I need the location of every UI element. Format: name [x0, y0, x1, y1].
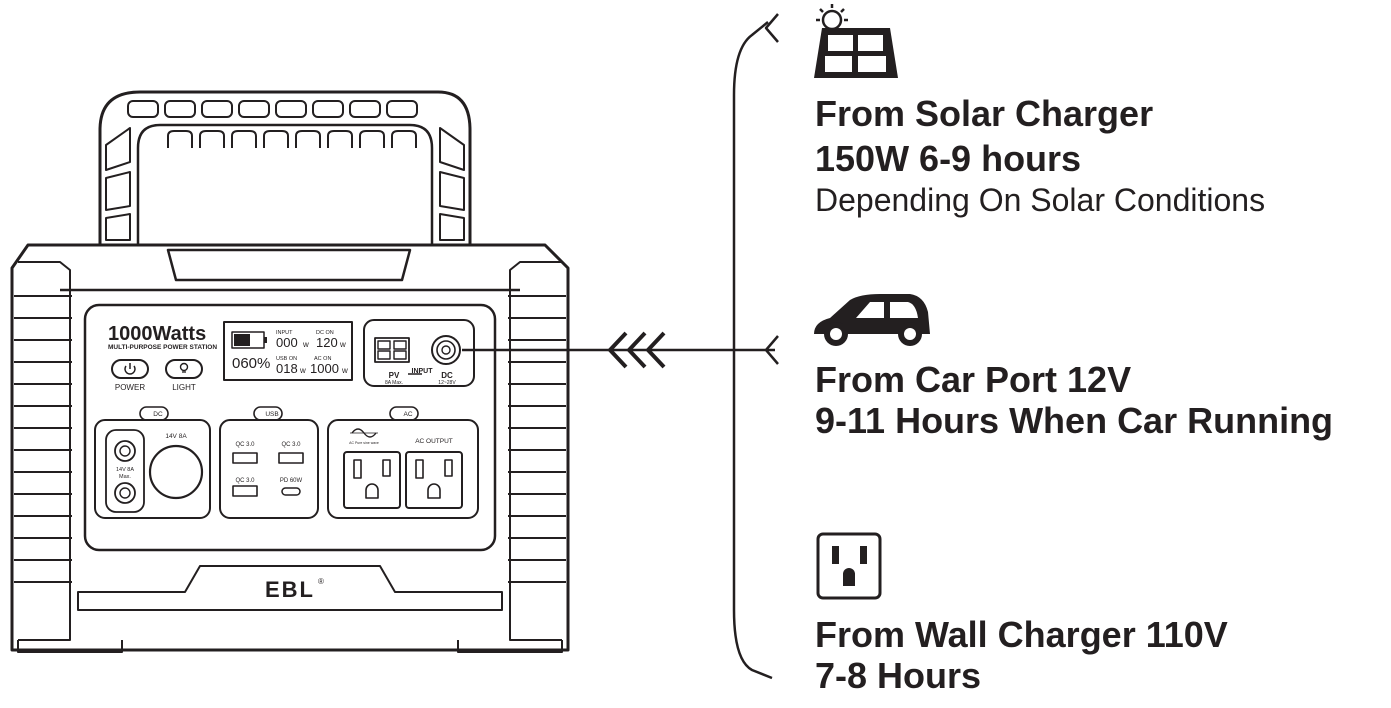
- lcd-ac-value: 1000: [310, 361, 339, 376]
- usb-qc-label-3: QC 3.0: [235, 478, 255, 484]
- light-button-label: LIGHT: [172, 383, 196, 392]
- ac-panel-tag: AC: [403, 411, 412, 418]
- ac-wave-label: AC Pure sine wave: [349, 441, 379, 445]
- lcd-ac-label: AC ON: [314, 356, 331, 362]
- charging-options-bracket: [732, 13, 779, 680]
- lcd-dc-label: DC ON: [316, 330, 334, 336]
- pv-label: PV: [389, 371, 400, 380]
- lcd-usb-label: USB ON: [276, 356, 297, 362]
- solar-charger-title: From Solar Charger: [815, 93, 1154, 134]
- ac-output-panel: [327, 406, 479, 519]
- usb-qc-port-1[interactable]: [232, 452, 258, 464]
- dc-input-label: DC: [441, 371, 453, 380]
- charging-connection-line: [462, 331, 775, 369]
- lcd-display: [223, 321, 353, 381]
- dc-5521-port-2[interactable]: [114, 482, 136, 504]
- usb-panel-tag: USB: [265, 411, 278, 418]
- lcd-input-label: INPUT: [276, 330, 293, 336]
- dc-panel-tag: DC: [153, 411, 163, 418]
- dc-port-label-2: Max.: [119, 474, 131, 480]
- lcd-input-unit: w: [302, 340, 309, 349]
- car-port-detail: 9-11 Hours When Car Running: [815, 400, 1334, 441]
- light-button[interactable]: [165, 359, 203, 379]
- usb-output-panel: [219, 406, 319, 519]
- usb-qc-port-3[interactable]: [232, 485, 258, 497]
- dc-port-label-1: 14V 8A: [116, 467, 134, 473]
- lcd-usb-unit: w: [299, 366, 306, 375]
- car-socket-port[interactable]: [148, 444, 204, 500]
- ac-outlet-2[interactable]: [405, 451, 463, 509]
- device-body: [10, 243, 570, 653]
- dc-input-sub-label: 12~28V: [438, 380, 456, 386]
- lcd-usb-value: 018: [276, 361, 298, 376]
- wall-outlet-icon: [816, 532, 882, 600]
- solar-panel-icon: [814, 4, 898, 78]
- usb-c-label: PD 60W: [280, 478, 303, 484]
- car-socket-label: 14V 8A: [165, 433, 187, 440]
- car-icon: [814, 294, 930, 346]
- usb-qc-port-2[interactable]: [278, 452, 304, 464]
- lcd-dc-value: 120: [316, 335, 338, 350]
- model-subtext: MULTI-PURPOSE POWER STATION: [108, 344, 217, 351]
- pv-sub-label: 8A Max.: [385, 380, 403, 386]
- pv-input-port[interactable]: [374, 337, 410, 363]
- car-port-title: From Car Port 12V: [815, 359, 1132, 400]
- usb-c-port[interactable]: [281, 487, 301, 496]
- model-text: 1000Watts: [108, 323, 206, 345]
- lcd-input-value: 000: [276, 335, 298, 350]
- ac-output-label: AC OUTPUT: [415, 438, 453, 445]
- solar-charger-note: Depending On Solar Conditions: [815, 182, 1266, 218]
- input-label: INPUT: [412, 368, 434, 375]
- dc-output-panel: [94, 406, 211, 519]
- dc-input-port[interactable]: [431, 335, 461, 365]
- input-panel: [363, 319, 475, 387]
- power-button[interactable]: [111, 359, 149, 379]
- lcd-ac-unit: w: [341, 366, 348, 375]
- lcd-battery-percent: 060%: [232, 355, 270, 372]
- power-button-label: POWER: [115, 383, 145, 392]
- usb-qc-label-1: QC 3.0: [235, 442, 255, 448]
- carry-handle: [98, 90, 472, 245]
- lcd-dc-unit: w: [339, 340, 346, 349]
- brand-registered-mark: ®: [318, 577, 324, 586]
- brand-logo: EBL: [265, 577, 315, 602]
- dc-5521-port-1[interactable]: [114, 440, 136, 462]
- usb-qc-label-2: QC 3.0: [281, 442, 301, 448]
- wall-charger-detail: 7-8 Hours: [815, 655, 982, 696]
- wall-charger-title: From Wall Charger 110V: [815, 614, 1228, 655]
- solar-charger-detail: 150W 6-9 hours: [815, 138, 1082, 179]
- ac-outlet-1[interactable]: [343, 451, 401, 509]
